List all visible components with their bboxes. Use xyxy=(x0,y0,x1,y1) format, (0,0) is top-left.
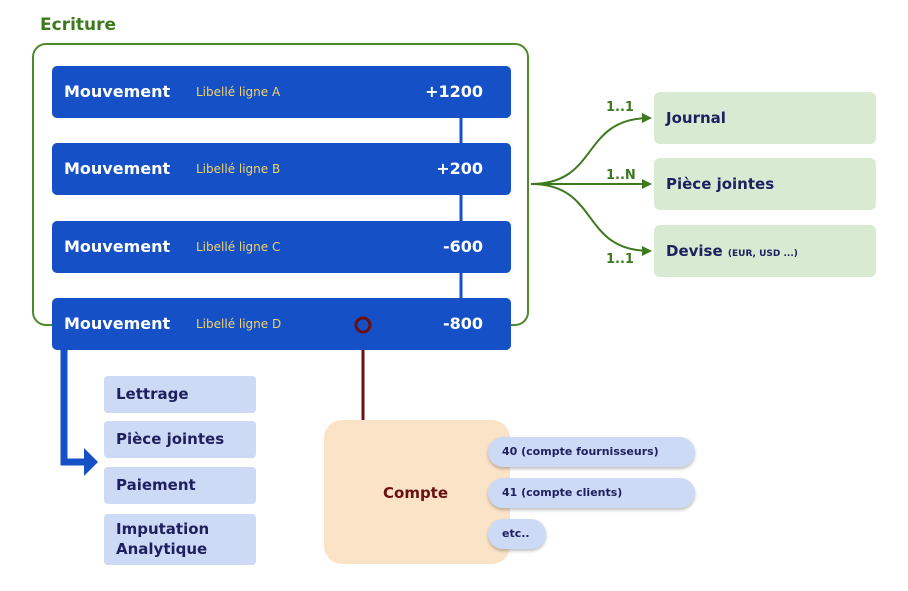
mouvement-libelle: Libellé ligne C xyxy=(196,240,281,254)
compte-item-40[interactable]: 40 (compte fournisseurs) xyxy=(488,437,695,467)
ecriture-title: Ecriture xyxy=(40,15,117,35)
detail-piece-jointes[interactable]: Pièce jointes xyxy=(104,421,256,458)
mouvement-row-a[interactable]: Mouvement Libellé ligne A +1200 xyxy=(52,66,511,118)
detail-lettrage[interactable]: Lettrage xyxy=(104,376,256,413)
journal-label: Journal xyxy=(666,109,726,127)
mouvement-label: Mouvement xyxy=(64,82,171,101)
devise-label: Devise xyxy=(666,242,723,260)
detail-paiement[interactable]: Paiement xyxy=(104,467,256,504)
journal-multiplicity: 1..1 xyxy=(606,100,634,115)
mouvement-row-c[interactable]: Mouvement Libellé ligne C -600 xyxy=(52,221,511,273)
mouvement-label: Mouvement xyxy=(64,159,171,178)
devise-connector xyxy=(530,183,652,256)
devise-box[interactable]: Devise (EUR, USD ...) xyxy=(654,225,876,277)
compte-connector-ring xyxy=(354,316,372,334)
mouvement-amount: +200 xyxy=(436,159,483,178)
devise-multiplicity: 1..1 xyxy=(606,252,634,267)
mouvement-row-d[interactable]: Mouvement Libellé ligne D -800 xyxy=(52,298,511,350)
mouvement-amount: -800 xyxy=(442,314,483,333)
piece-jointes-label: Pièce jointes xyxy=(666,175,775,193)
compte-box[interactable] xyxy=(324,420,510,564)
mouvement-libelle: Libellé ligne A xyxy=(196,85,281,99)
details-arrow xyxy=(60,345,86,466)
mouvement-label: Mouvement xyxy=(64,237,171,256)
mouvement-libelle: Libellé ligne D xyxy=(196,317,282,331)
piece-jointes-multiplicity: 1..N xyxy=(606,168,636,183)
journal-connector xyxy=(530,113,652,185)
detail-imputation-analytique[interactable]: Imputation Analytique xyxy=(104,514,256,565)
piece-jointes-box[interactable]: Pièce jointes xyxy=(654,158,876,210)
mouvement-label: Mouvement xyxy=(64,314,171,333)
compte-item-41[interactable]: 41 (compte clients) xyxy=(488,478,695,508)
mouvement-libelle: Libellé ligne B xyxy=(196,162,281,176)
journal-box[interactable]: Journal xyxy=(654,92,876,144)
compte-item-etc[interactable]: etc.. xyxy=(488,519,546,549)
mouvement-amount: +1200 xyxy=(425,82,483,101)
compte-title: Compte xyxy=(383,484,449,502)
mouvement-row-b[interactable]: Mouvement Libellé ligne B +200 xyxy=(52,143,511,195)
mouvement-amount: -600 xyxy=(442,237,483,256)
details-arrow-head xyxy=(84,448,98,476)
devise-note: (EUR, USD ...) xyxy=(727,249,798,259)
